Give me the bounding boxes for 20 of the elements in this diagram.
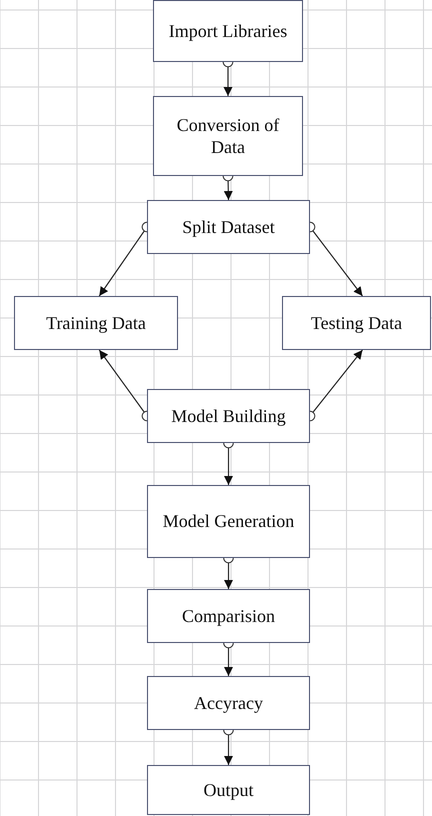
box-label: Model Building: [171, 404, 286, 428]
box-label: Model Generation: [162, 510, 294, 533]
process-box: [153, 0, 303, 62]
box-label: Accyracy: [194, 692, 263, 714]
process-box: [282, 296, 431, 350]
box-label: Output: [203, 778, 254, 802]
box-label: Import Libraries: [168, 20, 288, 42]
box-label: Training Data: [46, 312, 146, 334]
process-box: [147, 765, 310, 815]
process-box: [147, 676, 310, 730]
process-box: [147, 200, 310, 254]
process-box: [147, 589, 310, 643]
box-label: Testing Data: [310, 312, 402, 334]
process-box: [147, 485, 310, 558]
process-box: [14, 296, 178, 350]
box-label: Comparision: [182, 604, 275, 628]
process-box: [147, 389, 310, 443]
process-box: [153, 96, 303, 176]
box-label: Split Dataset: [182, 216, 275, 238]
box-label: Conversion of Data: [176, 114, 280, 158]
